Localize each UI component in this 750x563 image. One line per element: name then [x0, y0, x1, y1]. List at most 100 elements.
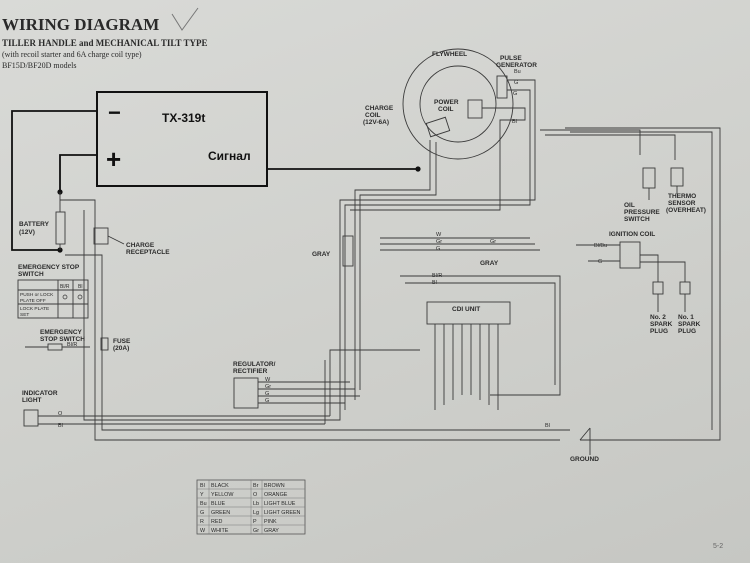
ground-label: GROUND	[570, 456, 599, 463]
wire-label-gr: Gr	[490, 239, 496, 245]
legend-code: Bl	[200, 483, 205, 489]
estop-switch-label-2: SWITCH	[18, 271, 44, 278]
legend-color-name: GREEN	[211, 510, 230, 516]
legend-color-name: YELLOW	[211, 492, 234, 498]
estop-col-bl: Bl	[78, 284, 82, 290]
estop-b-label-2: STOP SWITCH	[40, 336, 85, 343]
charge-receptacle	[93, 227, 109, 245]
wire-label-g: G	[265, 391, 269, 397]
legend-color-name: BLACK	[211, 483, 229, 489]
estop-switch-label: EMERGENCY STOP	[18, 264, 80, 271]
wire	[344, 89, 531, 410]
overlay-junction	[415, 166, 421, 172]
estop-switch	[47, 343, 63, 351]
indicator-light-label: INDICATOR	[22, 390, 58, 397]
regulator-label: REGULATOR/	[233, 361, 276, 368]
legend-code: Gr	[253, 528, 259, 534]
pulse-generator-label: PULSE	[500, 55, 522, 62]
estop-row-push: PUSH or LOCK	[20, 292, 54, 298]
legend-color-name: ORANGE	[264, 492, 288, 498]
cdi-unit-label: CDI UNIT	[452, 306, 480, 313]
spark-plug-2-label-3: PLUG	[650, 328, 668, 335]
legend-code: O	[253, 492, 257, 498]
spark-plug-2	[652, 281, 664, 295]
legend-color-name: BROWN	[264, 483, 285, 489]
thermo-sensor	[670, 167, 684, 187]
thermo-sensor-label-3: (OVERHEAT)	[666, 207, 706, 214]
wire-label-g: G	[436, 246, 440, 252]
pulse-generator-label-2: GENERATOR	[496, 62, 537, 69]
ignition-coil	[619, 241, 641, 269]
wire-label-bl: Bl	[58, 423, 63, 429]
wire	[380, 237, 540, 251]
regulator-rectifier	[233, 377, 259, 409]
wire-label-gr: Gr	[265, 384, 271, 390]
spark-plug-1-label: No. 1	[678, 314, 694, 321]
wire	[540, 129, 641, 155]
estop-contact	[62, 294, 68, 300]
estop-table	[17, 279, 89, 319]
pulse-generator-coil	[496, 75, 508, 99]
fuse-label: FUSE	[113, 338, 131, 345]
power-coil	[467, 99, 483, 119]
spark-plug-2-label-2: SPARK	[650, 321, 673, 328]
wire	[329, 349, 420, 416]
wire-label-g: G	[514, 80, 518, 86]
charge-coil-label: CHARGE	[365, 105, 394, 112]
wire	[570, 131, 713, 430]
subtitle-line2: (with recoil starter and 6A charge coil …	[2, 50, 142, 59]
power-coil-label-2: COIL	[438, 106, 454, 113]
wire	[65, 254, 570, 431]
legend-code: G	[200, 510, 204, 516]
oil-pressure-label: OIL	[624, 202, 635, 209]
estop-b-label: EMERGENCY	[40, 329, 83, 336]
wire	[640, 261, 686, 282]
estop-row-push-2: PLATE OFF	[20, 298, 46, 304]
oil-pressure-label-2: PRESSURE	[624, 209, 660, 216]
power-coil-label: POWER	[434, 99, 459, 106]
flywheel-label: FLYWHEEL	[432, 51, 467, 58]
leader-line	[107, 235, 125, 245]
fuse	[100, 337, 109, 351]
check-mark-icon	[171, 7, 199, 31]
tx319t-device-box	[96, 91, 268, 187]
charge-receptacle-label: CHARGE	[126, 242, 155, 249]
wire	[354, 140, 431, 400]
charge-coil	[425, 116, 451, 138]
wire	[400, 275, 561, 396]
minus-terminal-label: −	[108, 100, 121, 125]
wire	[640, 254, 659, 282]
estop-row-lock: LOCK PLATE	[20, 306, 49, 312]
cdi-unit	[426, 301, 511, 325]
wire-label-gr: Gr	[436, 239, 442, 245]
legend-code: Lg	[253, 510, 259, 516]
wire-label-o: O	[58, 411, 63, 417]
estop-contact	[77, 294, 83, 300]
legend-code: Lb	[253, 501, 259, 507]
wire	[38, 415, 330, 425]
legend-color-name: LIGHT BLUE	[264, 501, 296, 507]
overlay-wire-minus	[11, 110, 97, 251]
wire-label-w: W	[436, 232, 442, 238]
battery	[55, 211, 66, 245]
wire	[565, 127, 721, 441]
gray-connector-label: GRAY	[312, 251, 331, 258]
charge-coil-rating: (12V-6A)	[363, 119, 389, 126]
wire-label-bl: Bl	[545, 423, 550, 429]
estop-table-grid	[18, 280, 88, 318]
ground-wire	[579, 427, 591, 455]
indicator-light	[23, 409, 39, 427]
legend-color-name: LIGHT GREEN	[264, 510, 301, 516]
legend-code: Y	[200, 492, 204, 498]
ignition-coil-label: IGNITION COIL	[609, 231, 655, 238]
legend-color-name: PINK	[264, 519, 277, 525]
subtitle-line1: TILLER HANDLE and MECHANICAL TILT TYPE	[2, 38, 207, 48]
estop-row-lock-2: SET	[20, 312, 29, 318]
thermo-sensor-label-2: SENSOR	[668, 200, 696, 207]
page-number: 5-2	[713, 543, 723, 550]
battery-rating: (12V)	[19, 229, 35, 236]
wire-label-bl: Bl	[512, 119, 517, 125]
wire-label-g: G	[265, 398, 269, 404]
spark-plug-1	[679, 281, 691, 295]
